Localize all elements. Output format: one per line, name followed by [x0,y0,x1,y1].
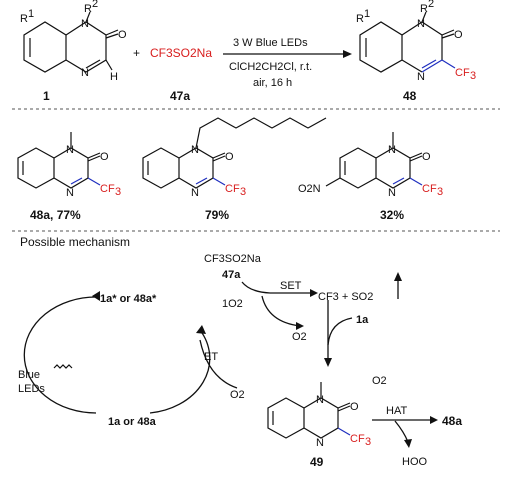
svg-text:N: N [191,144,199,156]
svg-text:N: N [388,144,396,156]
svg-text:CF: CF [225,183,240,195]
conditions-solvent: ClCH2CH2Cl, r.t. [229,61,312,73]
superoxide-left: O2 [292,331,307,343]
svg-text:3: 3 [365,436,371,448]
svg-text:3: 3 [470,70,476,82]
example-48a-label: 48a, 77% [30,208,81,222]
svg-text:O: O [100,151,109,163]
svg-text:1: 1 [364,8,370,20]
excited-state: 1a* or 48a* [100,293,157,305]
conditions-light: 3 W Blue LEDs [233,37,308,49]
svg-text:O: O [118,29,127,41]
radical-products: CF3 + SO2 [318,291,373,303]
byproduct: HOO [402,456,428,468]
substrate-label: 1 [43,89,50,103]
set-label: SET [280,280,302,292]
nitro-substituent: O2N [298,183,321,195]
svg-text:N: N [417,71,425,83]
svg-text:N: N [316,394,324,406]
singlet-oxygen: 1O2 [222,298,243,310]
svg-text:N: N [388,187,396,199]
byproduct-arrow [394,420,409,443]
svg-text:CF: CF [455,67,470,79]
intermediate-label: 49 [310,455,324,469]
svg-text:1: 1 [28,8,34,20]
final-product: 48a [442,414,462,428]
svg-text:N: N [191,187,199,199]
svg-text:R: R [84,3,92,15]
svg-text:N: N [66,144,74,156]
reaction-arrowhead [343,50,352,58]
ground-state: 1a or 48a [108,416,157,428]
svg-text:R: R [20,13,28,25]
svg-text:CF: CF [100,183,115,195]
reagent-formula: CF3SO2Na [150,46,212,60]
product-label: 48 [403,89,417,103]
mech-reagent: CF3SO2Na [204,253,262,265]
cycle-left-arc [23,296,97,414]
svg-text:O: O [454,29,463,41]
svg-text:N: N [81,67,89,79]
svg-text:3: 3 [115,186,121,198]
example-octyl-label: 79% [205,208,229,222]
svg-text:2: 2 [428,0,434,10]
svg-text:H: H [110,71,118,83]
svg-text:N: N [66,187,74,199]
svg-text:3: 3 [240,186,246,198]
plus-sign: + [133,46,140,60]
svg-text:2: 2 [92,0,98,10]
addition-arrow [327,317,353,346]
conditions-atmosphere: air, 16 h [253,77,292,89]
svg-text:N: N [316,437,324,449]
light-squiggle [53,364,73,369]
example-nitro-label: 32% [380,208,404,222]
et-arrow [199,339,238,389]
mech-substrate-1a: 1a [356,314,369,326]
svg-text:N: N [81,18,89,30]
svg-text:O: O [225,151,234,163]
svg-text:O: O [350,401,359,413]
light-line1: Blue [18,369,40,381]
mechanism-heading: Possible mechanism [20,235,130,249]
svg-text:N: N [417,18,425,30]
svg-text:CF: CF [422,183,437,195]
svg-text:3: 3 [437,186,443,198]
oxygen: O2 [230,389,245,401]
svg-text:R: R [420,3,428,15]
set-arrow [241,281,271,294]
light-line2: LEDs [18,383,45,395]
svg-text:R: R [356,13,364,25]
superoxide-arrow [261,295,301,327]
svg-text:CF: CF [350,433,365,445]
mech-reagent-label: 47a [222,269,241,281]
svg-text:O: O [422,151,431,163]
hat-label: HAT [386,405,407,417]
reagent-label: 47a [170,89,190,103]
superoxide-right: O2 [372,375,387,387]
cycle-right-arc [149,329,211,414]
et-label: ET [204,351,218,363]
